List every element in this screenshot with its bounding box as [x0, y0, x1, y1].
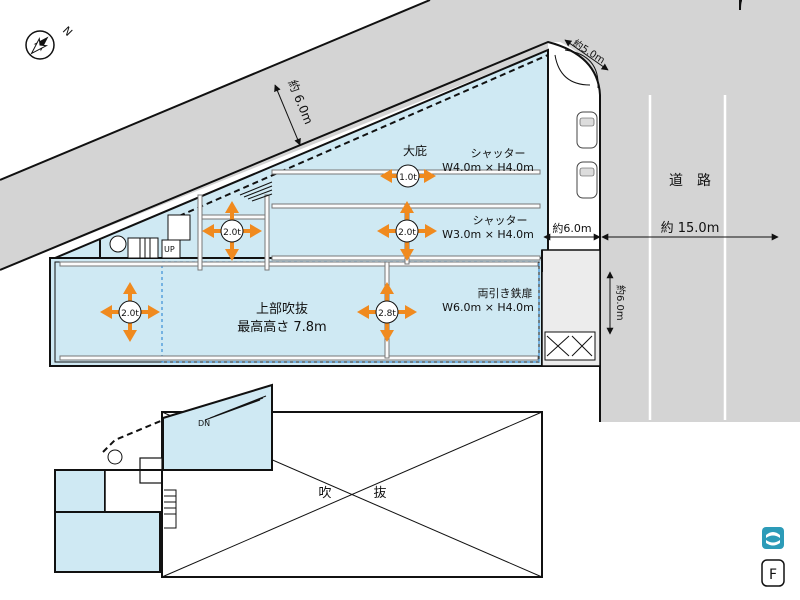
crane-2-8t-icon: 2.8t — [357, 282, 417, 342]
dim-front-depth: 約6.0m — [552, 221, 591, 235]
void-label: 上部吹抜 — [256, 301, 308, 317]
compass-north-label: N — [60, 24, 75, 39]
sliding-door-size: W6.0m × H4.0m — [442, 301, 534, 314]
crane-2-0t-c-icon: 2.0t — [100, 282, 160, 342]
brand-logo-icon — [762, 527, 784, 549]
crane-capacity-label: 2.0t — [398, 228, 416, 238]
road-label: 道 路 — [669, 173, 711, 189]
crane-1-0t-icon: 1.0t — [380, 164, 436, 188]
service-strip — [541, 249, 601, 367]
stair-down-label: DN — [198, 419, 210, 428]
shutter2-size: W3.0m × H4.0m — [442, 228, 534, 241]
shutter1-name: シャッター — [471, 147, 526, 160]
compass-icon: N — [25, 24, 75, 60]
floor-badge-letter: F — [769, 567, 777, 583]
max-height-label: 最高高さ 7.8m — [237, 319, 326, 335]
crane-icons: 1.0t 2.0t 2.0t — [100, 164, 437, 342]
crane-capacity-label: 2.8t — [378, 309, 396, 319]
crane-2-0t-b-icon: 2.0t — [377, 201, 437, 261]
void-label-1: 吹 — [318, 486, 331, 501]
dim-side-depth: 約6.0m — [614, 285, 627, 321]
shutter1-size: W4.0m × H4.0m — [442, 161, 534, 174]
ground-floor-labels: 大庇 シャッター W4.0m × H4.0m シャッター W3.0m × H4.… — [164, 143, 534, 335]
crane-capacity-label: 2.0t — [223, 228, 241, 238]
yard-label: 大庇 — [403, 143, 427, 158]
sliding-door-name: 両引き鉄扉 — [478, 286, 533, 300]
stair-up-label: UP — [164, 245, 175, 254]
crane-2-0t-a-icon: 2.0t — [202, 201, 262, 261]
crane-capacity-label: 2.0t — [121, 309, 139, 319]
parked-cars — [576, 111, 598, 199]
ground-stairs — [99, 181, 273, 259]
crane-capacity-label: 1.0t — [399, 173, 417, 183]
floor-badge-icon: F — [761, 559, 785, 587]
shutter2-name: シャッター — [473, 214, 528, 227]
void-label-2: 抜 — [373, 485, 386, 501]
second-floor-plan: 吹 抜 DN — [54, 383, 543, 578]
dim-road-width: 約 15.0m — [661, 221, 720, 236]
